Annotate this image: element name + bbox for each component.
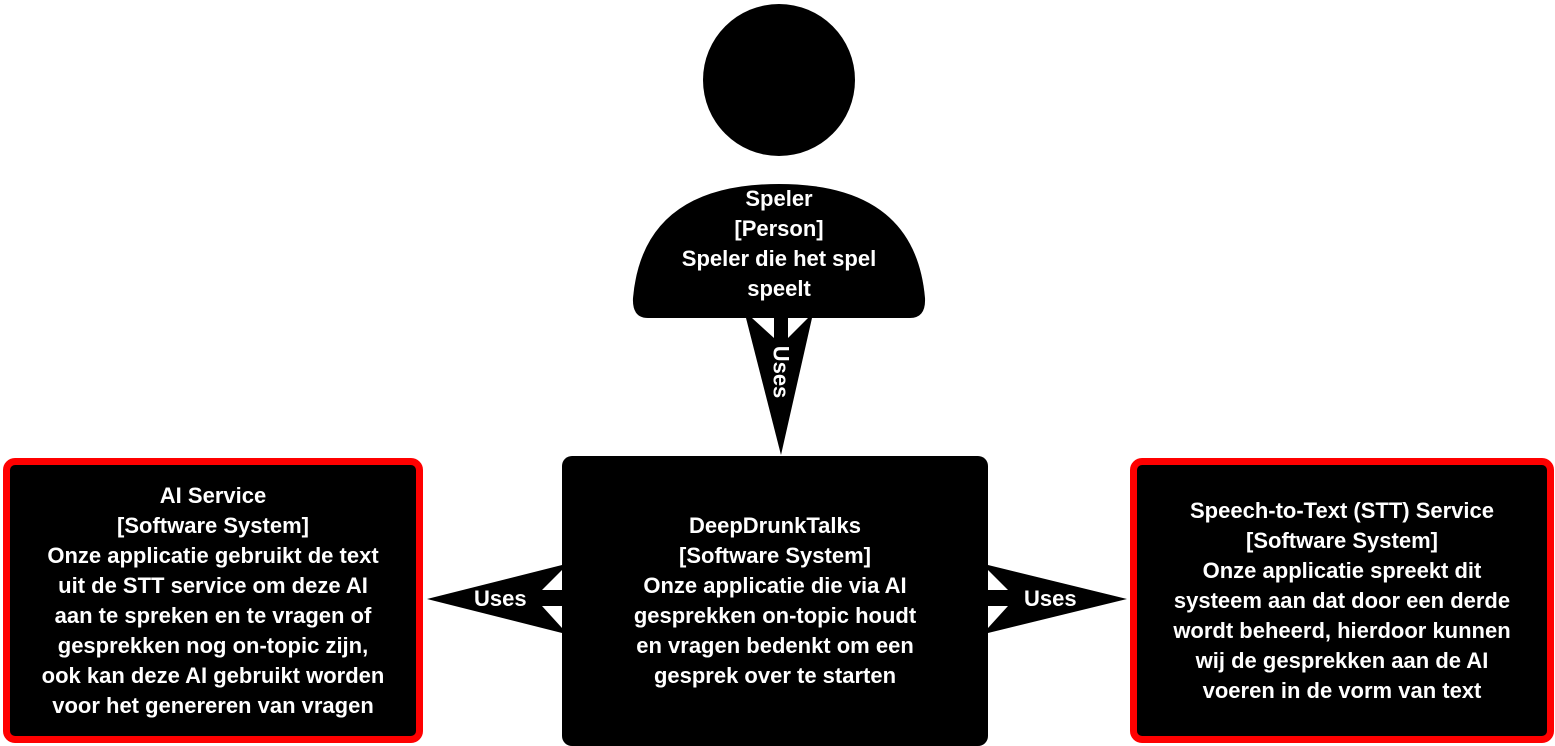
main-system-line: gesprek over te starten [653, 663, 897, 688]
arrow-main-to-ai-notch-bottom [542, 606, 562, 628]
person-description-line2: speelt [747, 276, 811, 301]
arrow-main-to-stt-notch-top [988, 570, 1008, 590]
stt-service-line: wij de gesprekken aan de AI [1195, 647, 1489, 673]
edge-label-person-to-main: Uses [768, 345, 794, 399]
arrow-person-to-main-notch-left [752, 318, 774, 338]
stt-service-line: systeem aan dat door een derde [1173, 587, 1511, 613]
person-name: Speler [745, 186, 813, 211]
arrow-main-to-ai [427, 565, 562, 633]
ai-service-line: voor het genereren van vragen [52, 692, 374, 718]
edge-label-main-to-stt: Uses [1024, 586, 1077, 611]
ai-service-line: Onze applicatie gebruikt de text [47, 542, 379, 568]
main-system-type: [Software System] [679, 543, 871, 568]
arrow-person-to-main [746, 318, 812, 455]
main-system-line: Onze applicatie die via AI [643, 573, 907, 598]
person-head [703, 4, 855, 156]
person-description-line1: Speler die het spel [681, 246, 877, 271]
arrow-main-to-stt [988, 565, 1127, 633]
ai-service-line: ook kan deze AI gebruikt worden [41, 662, 385, 688]
ai-service-line: aan te spreken en te vragen of [54, 602, 372, 628]
stt-service-type: [Software System] [1246, 527, 1438, 553]
arrow-person-to-main-notch-right [788, 318, 808, 338]
stt-service-line: Onze applicatie spreekt dit [1202, 557, 1482, 583]
stt-service-name: Speech-to-Text (STT) Service [1190, 497, 1494, 523]
arrow-main-to-stt-notch-bottom [988, 606, 1008, 628]
main-system-line: en vragen bedenkt om een [636, 633, 914, 658]
ai-service-name: AI Service [159, 482, 267, 508]
stt-service-line: wordt beheerd, hierdoor kunnen [1173, 617, 1511, 643]
person-type: [Person] [734, 216, 824, 241]
person-body [632, 184, 926, 318]
ai-service-line: uit de STT service om deze AI [58, 572, 368, 598]
stt-service-line: voeren in de vorm van text [1202, 677, 1482, 703]
person-label: Speler [Person] Speler die het spel spee… [640, 184, 918, 304]
arrow-main-to-ai-notch-top [542, 570, 562, 590]
edge-label-main-to-ai: Uses [474, 586, 527, 611]
ai-service-type: [Software System] [117, 512, 309, 538]
main-system-name: DeepDrunkTalks [689, 513, 861, 538]
ai-service-line: gesprekken nog on-topic zijn, [57, 632, 369, 658]
main-system-line: gesprekken on-topic houdt [633, 603, 917, 628]
main-system-box: DeepDrunkTalks [Software System] Onze ap… [562, 456, 988, 746]
stt-service-box: Speech-to-Text (STT) Service [Software S… [1130, 458, 1554, 743]
ai-service-box: AI Service [Software System] Onze applic… [3, 458, 423, 743]
